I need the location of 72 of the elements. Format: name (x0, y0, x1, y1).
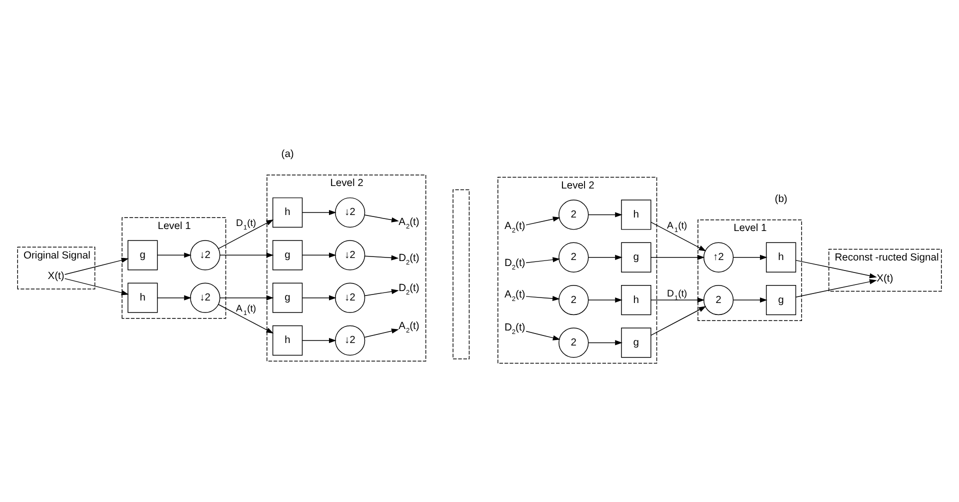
node-text: X(t) (876, 272, 894, 284)
node-box: g (621, 327, 652, 358)
node-text: A$_{2}$(t) (398, 320, 420, 334)
arrow (364, 254, 399, 260)
arrow (220, 294, 274, 300)
node-box: h (766, 242, 796, 272)
arrow (364, 288, 399, 296)
arrow (157, 252, 192, 258)
arrow (733, 296, 768, 302)
node-text: X(t) (48, 270, 64, 282)
node-circle: ↓2 (190, 282, 220, 312)
node-text: D$_{2}$(t) (504, 322, 526, 336)
arrow (795, 278, 877, 297)
arrow (526, 256, 560, 263)
arrow (526, 216, 560, 225)
arrow (650, 254, 705, 260)
label: (b) (774, 194, 788, 205)
node-box: h (272, 324, 303, 356)
arrow (588, 212, 622, 217)
node-box: g (272, 282, 303, 312)
node-text: D$_{2}$(t) (398, 282, 420, 296)
arrow (302, 337, 336, 343)
edge-label: A$_{1}$(t) (236, 302, 256, 316)
node-text: A$_{2}$(t) (504, 220, 526, 234)
node-circle: ↓2 (334, 324, 366, 356)
node-box: g (128, 240, 158, 270)
arrow (157, 294, 192, 300)
arrow (218, 304, 274, 334)
arrow (218, 218, 274, 248)
node-box: h (128, 282, 158, 312)
arrow (64, 257, 129, 274)
arrow (650, 306, 706, 336)
node-text: D$_{2}$(t) (504, 257, 526, 271)
arrow (650, 296, 705, 302)
arrow (64, 278, 129, 295)
node-circle: 2 (558, 327, 589, 358)
arrow (588, 296, 622, 302)
arrow (588, 340, 622, 345)
node-circle: ↓2 (334, 196, 366, 228)
node-box: g (272, 240, 303, 270)
node-box: h (272, 196, 303, 228)
node-box: h (621, 284, 652, 315)
node-circle: ↓2 (190, 240, 220, 270)
node-text: D$_{2}$(t) (398, 252, 420, 266)
arrow (364, 328, 399, 338)
arrow (302, 294, 336, 300)
arrow (526, 330, 560, 340)
label: (a) (281, 148, 294, 160)
node-circle: 2 (558, 284, 589, 315)
node-box: g (621, 242, 652, 272)
node-circle: ↑2 (703, 242, 734, 272)
arrow (733, 254, 768, 260)
edge-label: D$_{1}$(t) (236, 218, 256, 232)
arrow (650, 221, 706, 251)
node-circle: ↓2 (334, 240, 366, 270)
node-box: g (766, 284, 796, 315)
node-text: A$_{2}$(t) (504, 289, 526, 303)
node-circle: 2 (703, 284, 734, 315)
arrow (588, 254, 622, 260)
arrow (302, 252, 336, 258)
arrow (220, 252, 274, 258)
arrow (526, 295, 560, 301)
node-circle: ↓2 (334, 282, 366, 312)
node-box: h (621, 199, 652, 230)
edge-label: A$_{1}$(t) (667, 220, 688, 234)
node-text: A$_{2}$(t) (398, 216, 420, 230)
node-box (452, 188, 470, 359)
arrow (364, 214, 399, 222)
arrow (302, 209, 336, 215)
arrow (795, 259, 877, 278)
node-circle: 2 (558, 242, 589, 272)
node-circle: 2 (558, 199, 589, 230)
